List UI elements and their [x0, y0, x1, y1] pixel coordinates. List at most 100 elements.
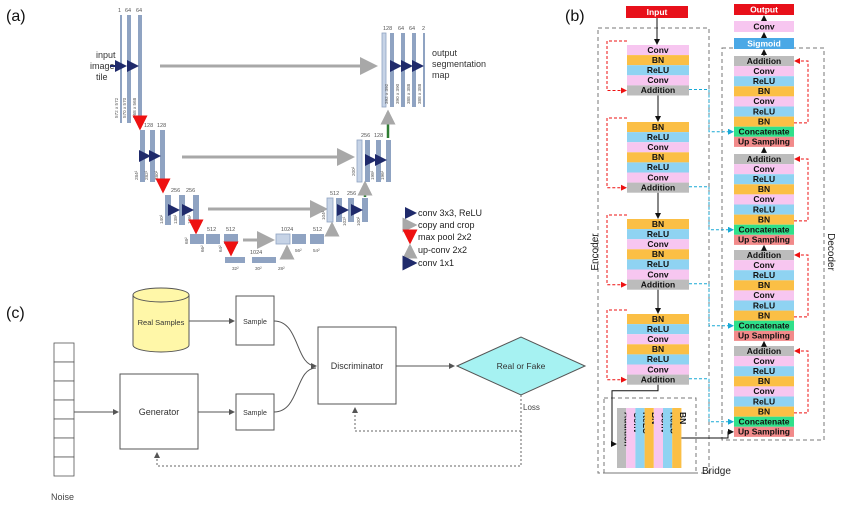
- block-label-dec2-2: ReLU: [753, 174, 775, 184]
- block-dec1-2: [734, 76, 794, 87]
- panel-label-a: (a): [6, 8, 26, 25]
- block-dec4-4: [734, 386, 794, 397]
- block-dec1-8: [734, 136, 794, 147]
- unet-u3-size-1: 104²: [321, 210, 326, 220]
- encoder-group-box: [597, 27, 710, 474]
- unet-u4-ch-1: 512: [313, 227, 322, 233]
- unet-l4-ch-2: 512: [226, 227, 235, 233]
- noise-label: Noise: [51, 492, 74, 502]
- unet-l5-size-2: 30²: [255, 266, 262, 271]
- block-dec2-7: [734, 224, 794, 235]
- unet-l3-size-2: 138²: [173, 214, 178, 224]
- block-enc4-1: [627, 324, 689, 335]
- block-label-dec2-8: Up Sampling: [738, 235, 790, 245]
- unet-l5-size-1: 32²: [232, 266, 239, 271]
- block-enc4-2: [627, 334, 689, 345]
- block-dec3-0: [734, 250, 794, 261]
- bridge-label: Bridge: [702, 466, 731, 477]
- block-enc1-2: [627, 65, 689, 76]
- panel-label-b: (b): [565, 8, 585, 25]
- unet-l1-size-3: 568 x 568: [132, 97, 137, 118]
- real-samples-body: [132, 295, 190, 353]
- block-dec1-4: [734, 96, 794, 107]
- block-dec1-1: [734, 66, 794, 77]
- block-enc1-4: [627, 85, 689, 96]
- real-samples-label: Real Samples: [138, 318, 185, 327]
- unet-diagram: input image tile output segmentation map…: [90, 8, 486, 271]
- enc-residual-1: [606, 40, 627, 94]
- block-label-enc3-0: BN: [652, 219, 664, 229]
- unet-u1-ch-3: 64: [409, 26, 415, 32]
- stack-dec3: AdditionConvReLUBNConvReLUBNConcatenateU…: [734, 250, 794, 341]
- block-label-enc4-4: ReLU: [647, 354, 669, 364]
- stack-dec1: AdditionConvReLUBNConvReLUBNConcatenateU…: [734, 56, 794, 147]
- block-label-dec2-4: Conv: [753, 194, 775, 204]
- unet-output-label-3: map: [432, 70, 450, 80]
- unet-l5-ch-1: 1024: [250, 250, 262, 256]
- block-label-dec3-1: Conv: [753, 260, 775, 270]
- block-label-enc1-3: Conv: [647, 75, 669, 85]
- unet-l2-bar-3: [160, 130, 165, 182]
- block-enc3-2: [627, 239, 689, 250]
- input-block: [626, 6, 688, 18]
- block-label-dec2-0: Addition: [747, 154, 781, 164]
- noise-cell-7: [53, 456, 75, 477]
- unet-l3-size-1: 140²: [159, 214, 164, 224]
- block-label-enc3-6: Addition: [641, 279, 675, 289]
- sample-top-to-disc-curve: [273, 320, 317, 369]
- block-bridge-2: [635, 408, 645, 468]
- block-enc1-1: [627, 55, 689, 66]
- unet-u1-size-3: 388 x 388: [406, 83, 411, 104]
- unet-u4-bar-1: [292, 234, 306, 244]
- block-enc2-1: [627, 132, 689, 143]
- unet-l1-ch-3: 64: [136, 8, 142, 14]
- dec-residual-1: [794, 58, 809, 124]
- bridge-to-decoder: [681, 428, 734, 439]
- block-dec3-7: [734, 320, 794, 331]
- legend-pool-label: max pool 2x2: [418, 232, 472, 242]
- skip-connection-3: [689, 283, 734, 329]
- block-label-dec1-8: Up Sampling: [738, 137, 790, 147]
- block-label-enc2-2: Conv: [647, 142, 669, 152]
- block-label-dec3-4: Conv: [753, 290, 775, 300]
- skip-connection-2: [689, 186, 734, 233]
- loss-to-generator-path: [154, 431, 522, 467]
- block-label-dec3-3: BN: [758, 280, 770, 290]
- noise-vector: [53, 342, 75, 477]
- block-dec1-5: [734, 106, 794, 117]
- noise-cell-6: [53, 437, 75, 458]
- unet-l1-bar-3: [138, 15, 142, 123]
- panel-label-c: (c): [6, 305, 25, 322]
- block-dec2-3: [734, 184, 794, 195]
- block-bridge-1: [626, 408, 636, 468]
- block-dec3-4: [734, 290, 794, 301]
- block-label-dec3-7: Concatenate: [738, 321, 789, 331]
- block-label-dec4-5: ReLU: [753, 396, 775, 406]
- block-dec1-3: [734, 86, 794, 97]
- unet-l1-ch-1: 1: [118, 8, 121, 14]
- block-label-dec1-4: Conv: [753, 96, 775, 106]
- block-label-enc3-2: Conv: [647, 239, 669, 249]
- block-bridge-3: [644, 408, 654, 468]
- block-label-dec3-5: ReLU: [753, 300, 775, 310]
- block-label-enc1-4: Addition: [641, 85, 675, 95]
- unet-l1-size-2: 570 x 570: [122, 97, 127, 118]
- unet-u2-ch-2: 128: [374, 133, 383, 139]
- unet-output-label-1: output: [432, 48, 458, 58]
- top-conv-block: [734, 21, 794, 32]
- block-enc2-5: [627, 172, 689, 183]
- block-dec4-7: [734, 416, 794, 427]
- block-enc3-1: [627, 229, 689, 240]
- noise-cell-4: [53, 399, 75, 420]
- unet-l1-size-1: 572 x 572: [114, 97, 119, 118]
- skip-connection-1: [689, 89, 734, 135]
- discriminator-box: [317, 326, 397, 405]
- block-bridge-0: [617, 408, 627, 468]
- block-dec2-2: [734, 174, 794, 185]
- bridge-group-box: [603, 397, 697, 474]
- unet-l2-ch-1: 128: [144, 123, 153, 129]
- dec-residual-2: [794, 156, 809, 222]
